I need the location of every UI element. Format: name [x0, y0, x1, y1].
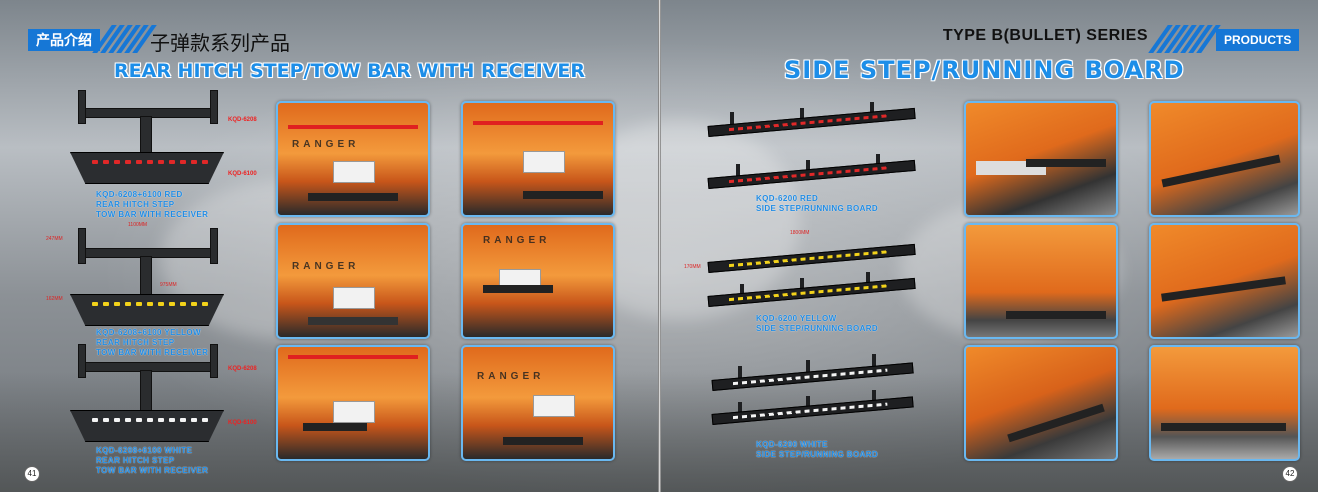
hitch-step-tray — [70, 152, 224, 184]
product-label-yellow: KQD-6200 YELLOW SIDE STEP/RUNNING BOARD — [756, 314, 879, 333]
product-code: KQD-6100 — [228, 171, 257, 177]
product-photo — [964, 345, 1118, 461]
left-header-stripes — [92, 25, 157, 53]
product-label-red: KQD-6208+6100 RED REAR HITCH STEP TOW BA… — [96, 190, 209, 219]
product-photo — [276, 345, 430, 461]
hitch-bracket — [210, 228, 218, 264]
board-bracket — [872, 354, 876, 366]
dimension-height: 170MM — [684, 264, 701, 270]
hitch-drawbar — [140, 370, 152, 412]
product-photo — [1149, 223, 1300, 339]
dimension-tray-depth: 162MM — [46, 296, 63, 302]
right-section-tag: PRODUCTS — [1216, 29, 1300, 51]
page-number-left: 41 — [24, 466, 40, 482]
page-number-right: 42 — [1282, 466, 1298, 482]
product-code: KQD-6100 — [228, 420, 257, 426]
left-subtitle: 子弹款系列产品 — [150, 33, 290, 55]
board-bracket — [876, 154, 880, 166]
product-code: KQD-6208 — [228, 366, 257, 372]
board-bracket — [866, 272, 870, 284]
board-bracket — [738, 366, 742, 378]
dimension-length: 1800MM — [790, 230, 810, 236]
step-pad-dots-white — [92, 418, 208, 422]
product-label-yellow: KQD-6208+6100 YELLOW REAR HITCH STEP TOW… — [96, 328, 209, 357]
board-bracket — [736, 164, 740, 176]
hitch-bracket — [78, 228, 86, 264]
product-label-white: KQD-6208+6100 WHITE REAR HITCH STEP TOW … — [96, 446, 209, 475]
hitch-step-tray — [70, 294, 224, 326]
product-photo — [964, 101, 1118, 217]
product-label-red: KQD-6200 RED SIDE STEP/RUNNING BOARD — [756, 194, 879, 213]
product-photo: RANGER — [276, 101, 430, 217]
board-bracket — [872, 390, 876, 402]
hitch-drawbar — [140, 116, 152, 154]
hitch-bracket — [78, 90, 86, 124]
board-bracket — [806, 360, 810, 372]
product-code: KQD-6208 — [228, 117, 257, 123]
product-photo: RANGER — [461, 345, 615, 461]
board-bracket — [738, 402, 742, 414]
board-bracket — [806, 160, 810, 172]
running-board-red — [707, 107, 916, 137]
step-pad-dots-yellow — [92, 302, 208, 306]
right-header-stripes — [1148, 25, 1221, 53]
product-label-white: KQD-6200 WHITE SIDE STEP/RUNNING BOARD — [756, 440, 879, 459]
hitch-bracket — [210, 90, 218, 124]
product-photo — [1149, 101, 1300, 217]
hitch-step-tray — [70, 410, 224, 442]
dimension-width: 1100MM — [128, 222, 148, 228]
dimension-tray-width: 975MM — [160, 282, 177, 288]
product-photo: RANGER — [276, 223, 430, 339]
board-bracket — [870, 102, 874, 114]
board-bracket — [800, 108, 804, 120]
product-photo — [461, 101, 615, 217]
left-section-tag: 产品介绍 — [28, 29, 100, 51]
board-bracket — [806, 396, 810, 408]
step-pad-dots-red — [92, 160, 208, 164]
dimension-height: 247MM — [46, 236, 63, 242]
right-page-title: SIDE STEP/RUNNING BOARD — [784, 56, 1185, 84]
hitch-bracket — [78, 344, 86, 378]
product-photo — [964, 223, 1118, 339]
hitch-drawbar — [140, 256, 152, 296]
board-bracket — [800, 278, 804, 290]
page-fold — [658, 0, 661, 492]
left-page-title: REAR HITCH STEP/TOW BAR WITH RECEIVER — [114, 60, 585, 82]
product-photo: RANGER — [461, 223, 615, 339]
product-photo — [1149, 345, 1300, 461]
board-bracket — [730, 112, 734, 124]
board-bracket — [740, 284, 744, 296]
hitch-bracket — [210, 344, 218, 378]
series-title: TYPE B(BULLET) SERIES — [942, 27, 1148, 44]
